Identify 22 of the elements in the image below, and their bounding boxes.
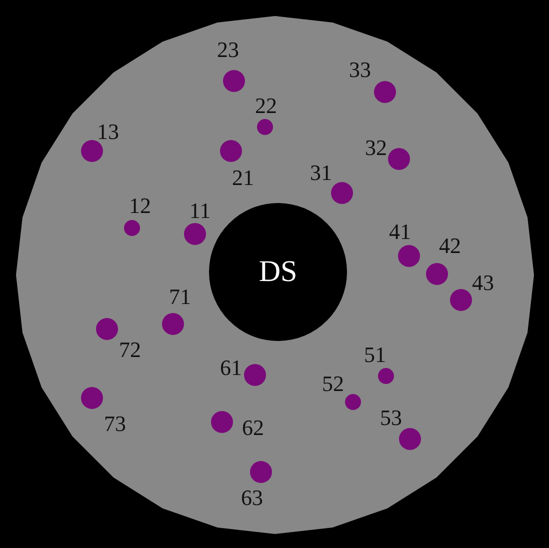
number-label: 51 bbox=[364, 344, 386, 366]
number-label: 62 bbox=[242, 417, 264, 439]
number-label: 71 bbox=[169, 286, 191, 308]
hole-label: DS bbox=[258, 255, 298, 289]
number-label: 32 bbox=[365, 137, 387, 159]
number-label: 22 bbox=[255, 95, 277, 117]
number-label: 33 bbox=[349, 59, 371, 81]
number-label: 72 bbox=[119, 339, 141, 361]
number-label: 13 bbox=[97, 121, 119, 143]
number-label: 73 bbox=[104, 413, 126, 435]
number-label: 23 bbox=[217, 39, 239, 61]
number-label: 31 bbox=[310, 162, 332, 184]
number-label: 43 bbox=[472, 272, 494, 294]
number-label: 12 bbox=[129, 195, 151, 217]
number-label: 63 bbox=[241, 487, 263, 509]
number-label: 61 bbox=[220, 357, 242, 379]
number-label: 52 bbox=[322, 373, 344, 395]
number-label: 41 bbox=[389, 221, 411, 243]
number-label: 42 bbox=[439, 235, 461, 257]
number-label: 21 bbox=[232, 167, 254, 189]
number-label: 11 bbox=[189, 200, 211, 222]
number-label: 53 bbox=[380, 407, 402, 429]
